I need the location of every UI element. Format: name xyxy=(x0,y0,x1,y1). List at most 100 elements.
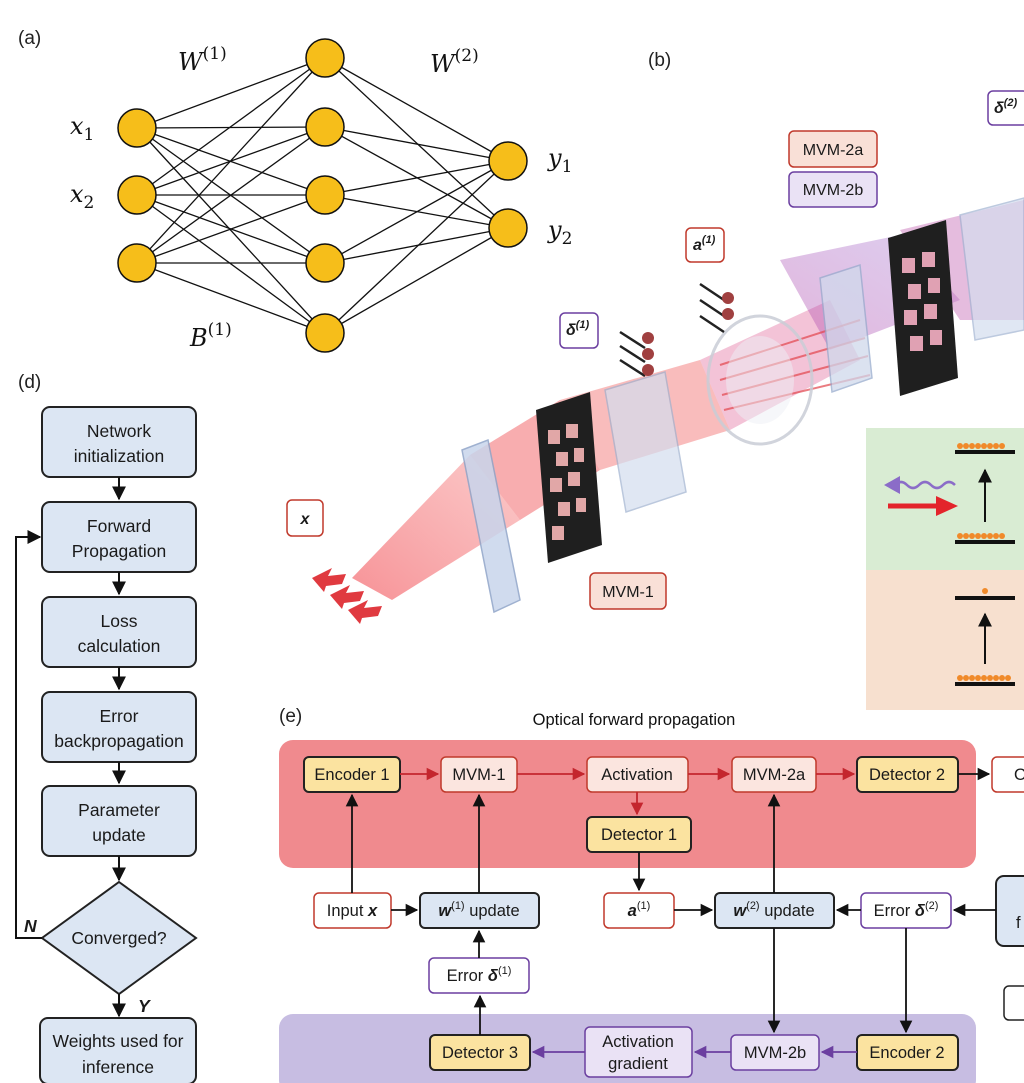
network-node-l0-n1 xyxy=(117,175,157,215)
svg-text:Encoder 1: Encoder 1 xyxy=(314,766,389,784)
svg-text:w(1) update: w(1) update xyxy=(438,900,519,920)
block-w1-update: w(1) update xyxy=(419,892,540,929)
block-activation-gradient: Activation gradient xyxy=(584,1026,693,1078)
lens-1 xyxy=(461,438,521,614)
input-label-x2: x2 xyxy=(70,180,94,213)
panel-label-b: (b) xyxy=(648,50,671,71)
svg-text:gradient: gradient xyxy=(608,1055,668,1073)
tag-mvm2b: MVM-2b xyxy=(788,171,878,208)
flow-step-3-line-0: Error xyxy=(100,706,139,726)
svg-text:x: x xyxy=(300,511,311,528)
block-w2-update: w(2) update xyxy=(714,892,835,929)
network-node-l2-n1 xyxy=(488,208,528,248)
atomic-vapor-cell xyxy=(706,314,814,446)
panel-label-d: (d) xyxy=(18,372,41,393)
svg-text:MVM-1: MVM-1 xyxy=(602,584,654,601)
block-f-partial: f xyxy=(995,875,1024,947)
output-label-y2: y2 xyxy=(547,216,572,249)
network-edges xyxy=(136,57,509,334)
block-activation: Activation xyxy=(586,756,689,793)
block-diagram: Encoder 1 MVM-1 Activation MVM-2a Detect… xyxy=(279,740,1024,1083)
svg-text:O: O xyxy=(1014,766,1024,784)
svg-text:Activation: Activation xyxy=(601,766,673,784)
svg-text:w(2) update: w(2) update xyxy=(733,900,814,920)
flow-step-0: Network initialization xyxy=(41,406,197,478)
lens-4 xyxy=(959,197,1024,341)
block-detector2: Detector 2 xyxy=(856,756,959,793)
svg-text:Error δ(2): Error δ(2) xyxy=(874,900,939,920)
tag-x: x xyxy=(286,499,324,537)
svg-text:f: f xyxy=(1016,914,1021,932)
block-mvm1: MVM-1 xyxy=(440,756,518,793)
panel-label-a: (a) xyxy=(18,28,41,49)
yes-label: Y xyxy=(138,996,151,1016)
flow-step-4: Parameter update xyxy=(41,785,197,857)
flow-step-2-line-1: calculation xyxy=(78,636,161,656)
svg-text:MVM-2b: MVM-2b xyxy=(803,182,864,199)
block-output-partial: O xyxy=(991,756,1024,793)
flow-step-1-line-0: Forward xyxy=(87,516,151,536)
svg-text:a(1): a(1) xyxy=(693,234,716,254)
block-detector3: Detector 3 xyxy=(429,1034,531,1071)
block-input-x: Input x xyxy=(313,892,392,929)
svg-text:δ(2): δ(2) xyxy=(994,97,1018,117)
energy-levels xyxy=(884,443,1015,686)
weight-label-w2: W(2) xyxy=(430,46,479,78)
network-node-l1-n0 xyxy=(305,38,345,78)
weight-label-w1: W(1) xyxy=(178,44,227,76)
slm-mask-1-pixels xyxy=(548,424,586,540)
lens-2 xyxy=(604,371,687,513)
block-a1: a(1) xyxy=(603,892,675,929)
svg-text:Detector 2: Detector 2 xyxy=(869,766,945,784)
flow-step-0-line-1: initialization xyxy=(74,446,164,466)
svg-text:Detector 1: Detector 1 xyxy=(601,826,677,844)
tag-delta1: δ(1) xyxy=(559,312,599,349)
flow-step-4-line-0: Parameter xyxy=(78,800,160,820)
flow-step-4-line-1: update xyxy=(92,825,146,845)
svg-text:Error δ(1): Error δ(1) xyxy=(447,965,512,985)
inset-orange-panel xyxy=(866,570,1024,710)
tag-mvm1: MVM-1 xyxy=(589,572,667,610)
final-weights-box xyxy=(39,1017,197,1083)
output-label-y1: y1 xyxy=(547,144,572,177)
network-node-l1-n4 xyxy=(305,313,345,353)
flow-step-3-line-1: backpropagation xyxy=(54,731,183,751)
svg-text:Weights used for: Weights used for xyxy=(53,1031,184,1051)
svg-text:inference: inference xyxy=(82,1057,154,1077)
lens-3 xyxy=(819,264,873,394)
block-mvm2a: MVM-2a xyxy=(731,756,817,793)
svg-text:MVM-1: MVM-1 xyxy=(452,766,505,784)
no-label: N xyxy=(24,916,37,936)
svg-text:MVM-2a: MVM-2a xyxy=(743,766,806,784)
network-node-l1-n3 xyxy=(305,243,345,283)
tag-delta2: δ(2) xyxy=(987,90,1024,126)
svg-text:MVM-2a: MVM-2a xyxy=(803,142,864,159)
flow-step-3: Error backpropagation xyxy=(41,691,197,763)
svg-text:MVM-2b: MVM-2b xyxy=(744,1044,806,1062)
input-label-x1: x1 xyxy=(70,112,94,145)
svg-text:Input x: Input x xyxy=(327,902,378,920)
flow-step-1-line-1: Propagation xyxy=(72,541,166,561)
feedback-label-b1: B(1) xyxy=(189,320,232,352)
block-detector1: Detector 1 xyxy=(586,816,692,853)
loop-no-arrow xyxy=(15,530,42,939)
block-error1: Error δ(1) xyxy=(428,957,530,994)
block-diagram-title: Optical forward propagation xyxy=(533,711,736,729)
flow-step-0-line-0: Network xyxy=(87,421,151,441)
tag-mvm2a: MVM-2a xyxy=(788,130,878,168)
tag-a1: a(1) xyxy=(685,227,725,263)
detector-array-1 xyxy=(619,330,654,378)
block-encoder1: Encoder 1 xyxy=(303,756,401,793)
block-error2: Error δ(2) xyxy=(860,892,952,929)
svg-text:Encoder 2: Encoder 2 xyxy=(869,1044,944,1062)
svg-text:Detector 3: Detector 3 xyxy=(442,1044,518,1062)
slm-mask-2 xyxy=(888,220,958,396)
optical-setup-illustration xyxy=(312,197,1024,710)
decision-label: Converged? xyxy=(71,928,167,948)
flowchart: NetworkinitializationForwardPropagationL… xyxy=(15,406,198,1083)
network-node-l1-n2 xyxy=(305,175,345,215)
svg-text:Activation: Activation xyxy=(602,1033,674,1051)
network-node-l2-n0 xyxy=(488,141,528,181)
